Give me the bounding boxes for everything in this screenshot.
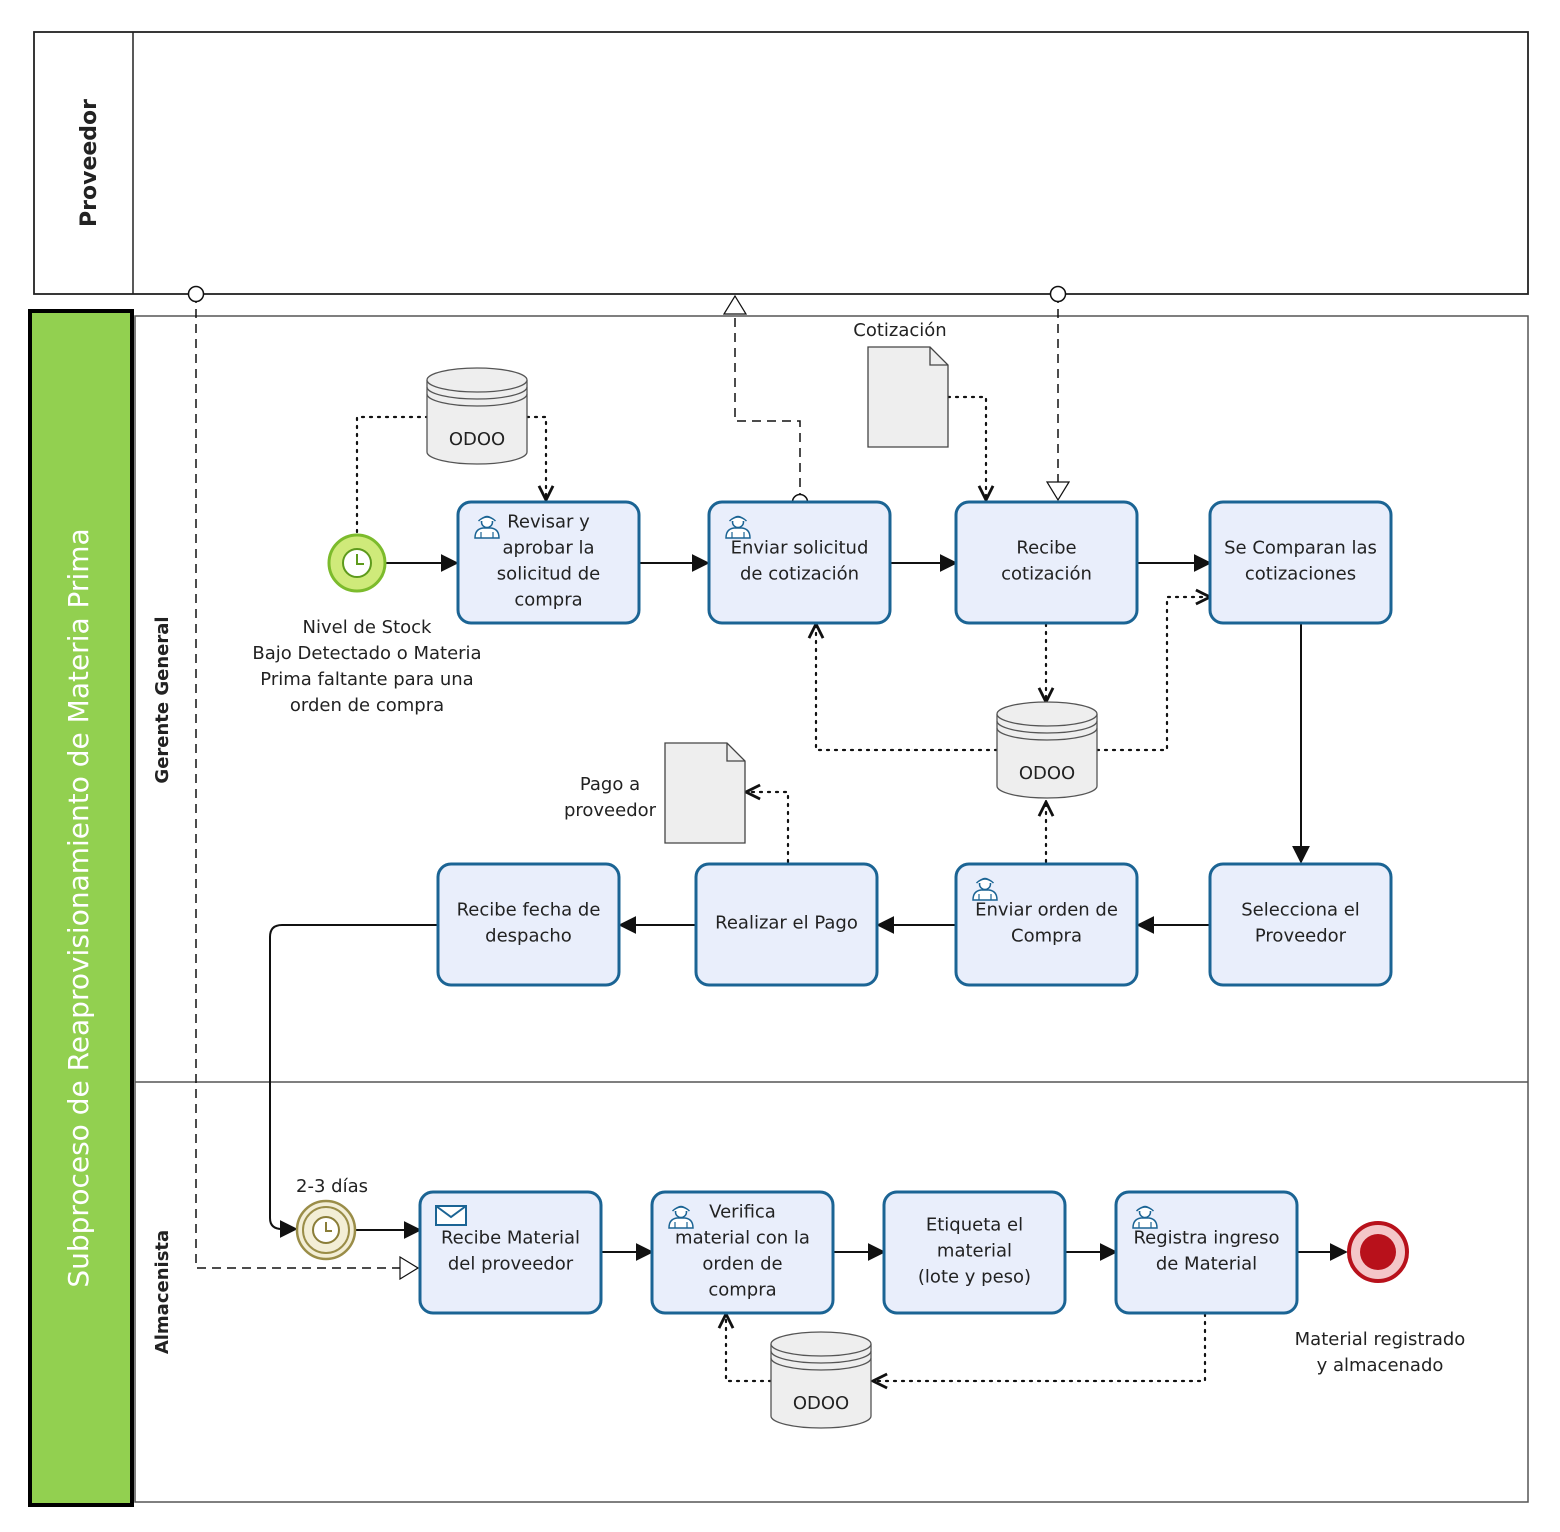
event-label-line: Prima faltante para una — [260, 669, 473, 690]
data-object-label-line: proveedor — [564, 800, 657, 821]
sequence-flows — [269, 554, 1348, 1261]
lane-title-almacenista: Almacenista — [152, 1230, 173, 1354]
pool-band — [28, 309, 134, 1507]
clock-icon — [342, 548, 372, 578]
task-verifica[interactable]: Verifica material con la orden de compra — [650, 1190, 835, 1315]
task-label: solicitud de — [497, 564, 600, 585]
data-associations — [355, 395, 1210, 1381]
event-label-line: 2-3 días — [296, 1176, 368, 1197]
task-label: material — [937, 1241, 1012, 1262]
task-revisar[interactable]: Revisar y aprobar la solicitud de compra — [456, 500, 641, 625]
lane-title-gerente: Gerente General — [152, 616, 173, 783]
task-label: cotización — [1001, 564, 1092, 585]
task-recibe-material[interactable]: Recibe Material del proveedor — [418, 1190, 603, 1315]
data-store-label: ODOO — [1019, 763, 1075, 784]
envelope-icon — [435, 1205, 467, 1226]
clock-icon — [312, 1216, 340, 1244]
task-enviar-solicitud[interactable]: Enviar solicitud de cotización — [707, 500, 892, 625]
pool-title-proveedor: Proveedor — [77, 99, 102, 227]
task-label: Verifica — [709, 1202, 776, 1223]
task-label: Revisar y — [507, 512, 590, 533]
data-store-label: ODOO — [449, 429, 505, 450]
task-label: de Material — [1156, 1254, 1257, 1275]
task-label: Recibe — [1016, 538, 1076, 559]
message-flow-solicitud — [735, 296, 801, 502]
task-label: Registra ingreso — [1133, 1228, 1279, 1249]
task-label: Compra — [1011, 926, 1082, 947]
task-label: cotizaciones — [1245, 564, 1356, 585]
task-label: compra — [514, 590, 582, 611]
task-label: orden de — [702, 1254, 782, 1275]
task-comparan[interactable]: Se Comparan las cotizaciones — [1208, 500, 1393, 625]
end-event-label: Material registrado y almacenado — [1295, 1329, 1466, 1376]
data-object-label-line: Cotización — [853, 320, 946, 341]
data-store-odoo[interactable]: ODOO — [996, 701, 1098, 799]
task-label: aprobar la — [502, 538, 594, 559]
task-registra[interactable]: Registra ingreso de Material — [1114, 1190, 1299, 1315]
data-object-cotizacion-label: Cotización — [853, 320, 946, 341]
data-object-cotizacion[interactable] — [867, 346, 949, 448]
task-label: Recibe Material — [441, 1228, 580, 1249]
task-recibe-fecha[interactable]: Recibe fecha de despacho — [436, 862, 621, 987]
timer-event-label: 2-3 días — [296, 1176, 368, 1197]
task-label: Proveedor — [1255, 926, 1347, 947]
task-label: del proveedor — [448, 1254, 574, 1275]
task-etiqueta[interactable]: Etiqueta el material (lote y peso) — [882, 1190, 1067, 1315]
data-store-odoo[interactable]: ODOO — [770, 1331, 872, 1429]
data-object-label-line: Pago a — [580, 774, 640, 795]
event-label-line: y almacenado — [1317, 1355, 1444, 1376]
message-source-circle — [1049, 285, 1067, 303]
task-label: Enviar orden de — [975, 900, 1118, 921]
event-label-line: Bajo Detectado o Materia — [252, 643, 481, 664]
task-enviar-orden[interactable]: Enviar orden de Compra — [954, 862, 1139, 987]
event-label-line: orden de compra — [290, 695, 444, 716]
start-event[interactable] — [327, 533, 387, 593]
data-object-pago-label: Pago a proveedor — [564, 774, 657, 821]
task-label: Etiqueta el — [926, 1215, 1023, 1236]
data-store-label: ODOO — [793, 1393, 849, 1414]
task-label: Recibe fecha de — [457, 900, 601, 921]
end-event[interactable] — [1347, 1221, 1409, 1283]
task-label: de cotización — [740, 564, 859, 585]
event-label-line: Material registrado — [1295, 1329, 1466, 1350]
timer-event[interactable] — [295, 1199, 357, 1261]
task-label: compra — [708, 1280, 776, 1301]
task-selecciona[interactable]: Selecciona el Proveedor — [1208, 862, 1393, 987]
task-label: Selecciona el — [1241, 900, 1360, 921]
task-label: despacho — [485, 926, 572, 947]
message-flows — [195, 294, 1058, 1268]
task-recibe-cotizacion[interactable]: Recibe cotización — [954, 500, 1139, 625]
message-source-circle — [187, 285, 205, 303]
event-label-line: Nivel de Stock — [303, 617, 433, 638]
task-label: Enviar solicitud — [731, 538, 869, 559]
pool-proveedor: Proveedor — [33, 31, 1529, 295]
task-label: (lote y peso) — [918, 1267, 1031, 1288]
data-store-odoo[interactable]: ODOO — [426, 367, 528, 465]
pool-title-main: Subproceso de Reaprovisionamiento de Mat… — [62, 528, 95, 1287]
task-realizar-pago[interactable]: Realizar el Pago — [694, 862, 879, 987]
data-object-pago[interactable] — [664, 742, 746, 844]
task-label: Realizar el Pago — [715, 913, 858, 934]
task-label: Se Comparan las — [1224, 538, 1377, 559]
task-label: material con la — [675, 1228, 810, 1249]
